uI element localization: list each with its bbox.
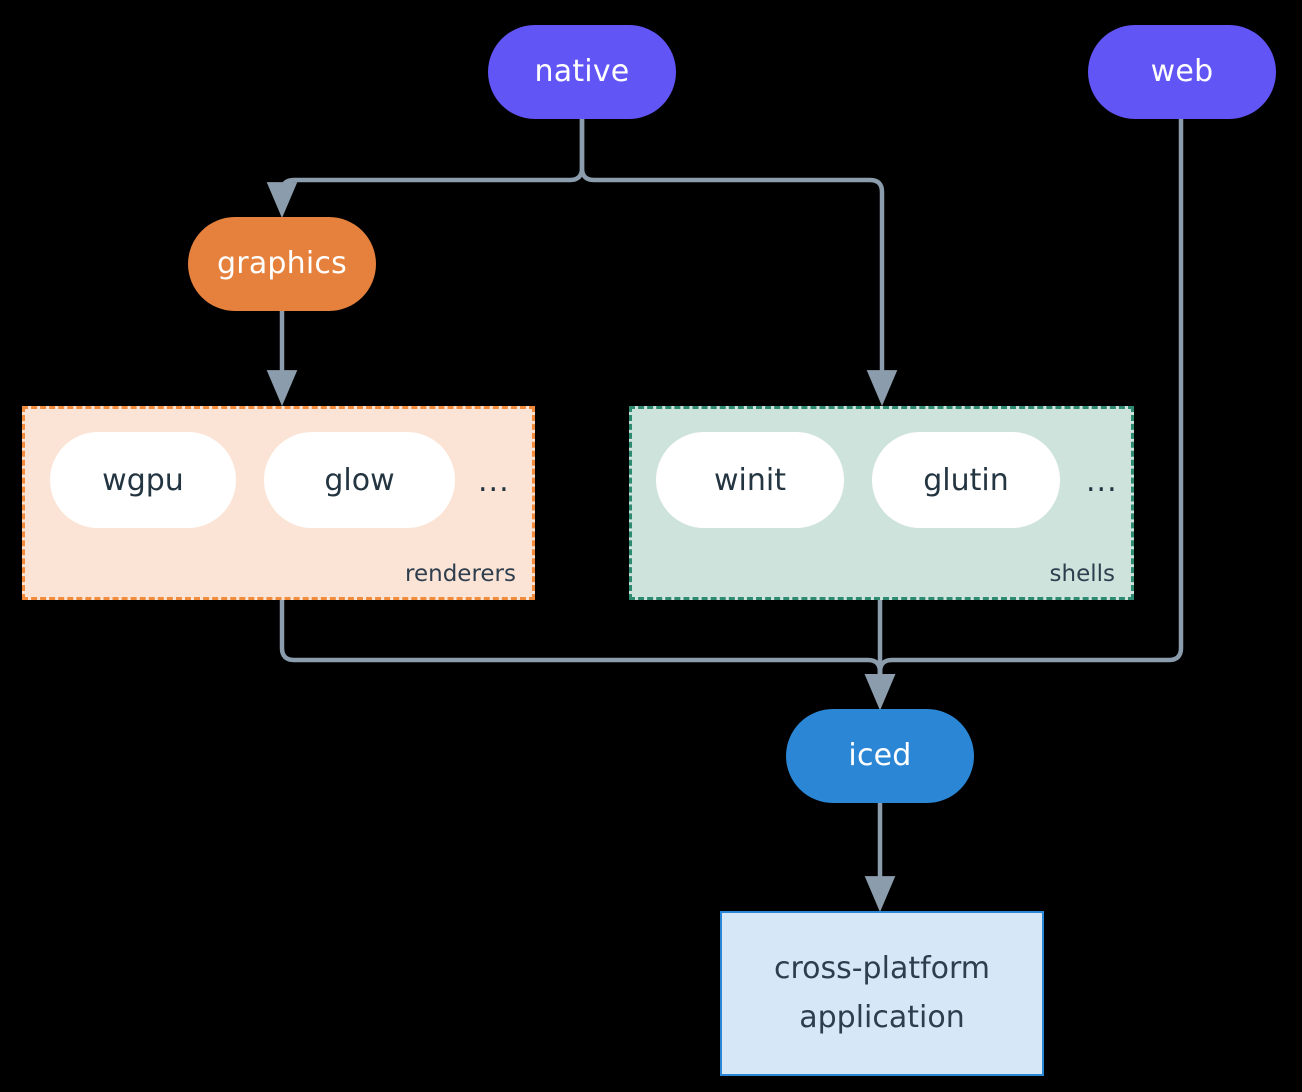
cluster-renderers-label: renderers <box>405 561 516 587</box>
application-label-line2: application <box>799 999 965 1035</box>
chip-winit[interactable]: winit <box>656 432 844 528</box>
node-cross-platform-application[interactable]: cross-platform application <box>720 911 1044 1076</box>
node-native-label: native <box>534 54 630 90</box>
cluster-shells-label: shells <box>1049 561 1115 587</box>
shells-overflow-ellipsis: ... <box>1086 464 1118 499</box>
chip-winit-label: winit <box>714 462 786 498</box>
node-native[interactable]: native <box>488 25 676 119</box>
edge-native-to-graphics <box>266 116 585 219</box>
application-label-line1: cross-platform <box>773 950 991 986</box>
node-iced-label: iced <box>848 738 912 774</box>
chip-glow-label: glow <box>324 462 395 498</box>
node-graphics[interactable]: graphics <box>188 217 376 311</box>
edge-renderers-to-iced <box>279 597 896 711</box>
chip-glutin[interactable]: glutin <box>872 432 1060 528</box>
node-iced[interactable]: iced <box>786 709 974 803</box>
chip-glow[interactable]: glow <box>264 432 455 528</box>
renderers-overflow-ellipsis: ... <box>478 464 510 499</box>
chip-wgpu-label: wgpu <box>102 462 184 498</box>
node-graphics-label: graphics <box>217 246 347 282</box>
chip-glutin-label: glutin <box>923 462 1009 498</box>
edge-native-to-shells <box>579 116 898 407</box>
node-web-label: web <box>1150 54 1214 90</box>
chip-wgpu[interactable]: wgpu <box>50 432 236 528</box>
node-web[interactable]: web <box>1088 25 1276 119</box>
